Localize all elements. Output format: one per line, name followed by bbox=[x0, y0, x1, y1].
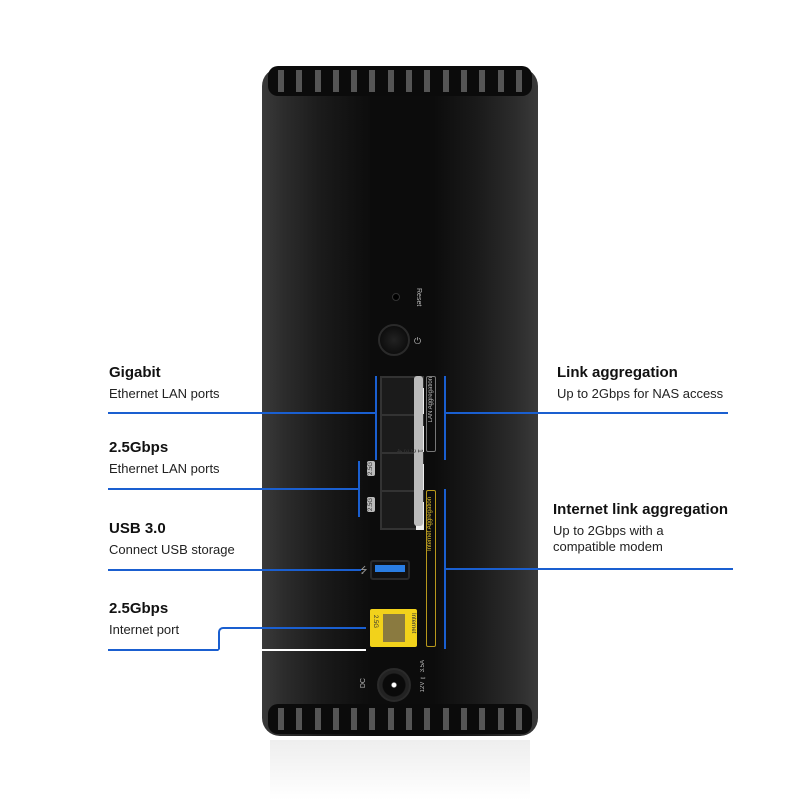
callout-link-aggregation: Link aggregation Up to 2Gbps for NAS acce… bbox=[557, 364, 723, 401]
power-button[interactable] bbox=[378, 324, 410, 356]
callout-bracket bbox=[444, 376, 446, 460]
speed-tag-port4: 2.5G bbox=[367, 497, 375, 513]
callout-line bbox=[444, 568, 733, 570]
internet-label: Internet bbox=[410, 613, 416, 634]
port-number-strip: 1 2 3 4 bbox=[395, 376, 423, 526]
dc-label: DC bbox=[360, 678, 367, 689]
callout-bracket bbox=[444, 489, 446, 649]
top-vents bbox=[268, 66, 532, 96]
power-icon: ⏻ bbox=[414, 336, 422, 346]
callout-line bbox=[108, 488, 359, 490]
internet-aggregation-box: Internet Aggregation bbox=[426, 490, 436, 647]
callout-line bbox=[444, 412, 728, 414]
callout-internet-link-aggregation: Internet link aggregation Up to 2Gbps wit… bbox=[553, 501, 733, 555]
callout-subtitle: Up to 2Gbps for NAS access bbox=[557, 386, 724, 401]
device-reflection bbox=[270, 740, 530, 800]
callout-subtitle: Ethernet LAN ports bbox=[109, 461, 220, 476]
callout-title: 2.5Gbps bbox=[109, 600, 169, 617]
speed-tag-port3: 2.5G bbox=[367, 461, 375, 477]
lan-aggregation-box: LAN Aggregation bbox=[426, 376, 436, 452]
callout-title: Gigabit bbox=[109, 364, 161, 381]
callout-title: Internet link aggregation bbox=[553, 501, 729, 518]
internet-aggregation-label: Internet Aggregation bbox=[427, 497, 433, 552]
callout-title: USB 3.0 bbox=[109, 520, 166, 537]
callout-bracket bbox=[375, 376, 377, 460]
port-number: 4 bbox=[395, 449, 402, 453]
callout-title: Link aggregation bbox=[557, 364, 678, 381]
callout-bracket bbox=[358, 461, 360, 517]
callout-subtitle: Up to 2Gbps with a compatible modem bbox=[553, 523, 664, 554]
usb-icon: ⭍ bbox=[360, 565, 368, 575]
port-number: 3 bbox=[402, 449, 409, 453]
callout-line bbox=[108, 569, 361, 571]
port-number: 2 bbox=[409, 449, 416, 453]
lan-aggregation-label: LAN Aggregation bbox=[428, 377, 434, 423]
internet-speed-tag: 2.5G bbox=[372, 615, 378, 629]
usb-port[interactable] bbox=[370, 560, 410, 580]
port-number: 1 bbox=[416, 449, 423, 453]
bottom-vents bbox=[268, 704, 532, 734]
internet-port[interactable]: 2.5G Internet bbox=[370, 609, 417, 647]
callout-subtitle: Ethernet LAN ports bbox=[109, 386, 220, 401]
callout-subtitle: Connect USB storage bbox=[109, 542, 235, 557]
callout-title: 2.5Gbps bbox=[109, 439, 169, 456]
dc-power-jack[interactable] bbox=[377, 668, 411, 702]
power-rating: 12V ⎓ 3.5A bbox=[420, 660, 426, 693]
reset-button[interactable] bbox=[392, 293, 400, 301]
reset-label: Reset bbox=[415, 288, 422, 307]
callout-line bbox=[108, 412, 376, 414]
callout-line bbox=[108, 627, 366, 651]
callout-subtitle: Internet port bbox=[109, 622, 180, 637]
